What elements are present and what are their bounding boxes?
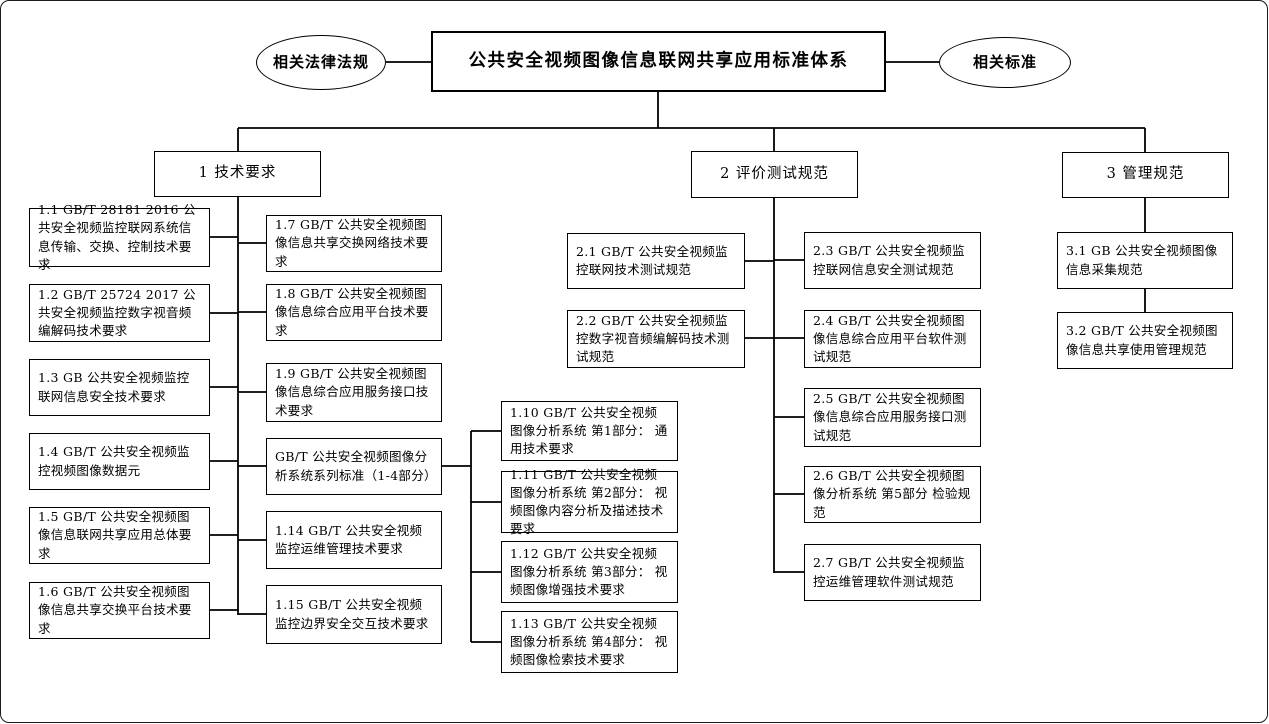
node-2-2-label: 2.2 GB/T 公共安全视频监控数字视音频编解码技术测试规范	[576, 312, 730, 365]
node-series-standard-label: GB/T 公共安全视频图像分析系统系列标准（1-4部分）	[275, 449, 437, 483]
node-1-15-label: 1.15 GB/T 公共安全视频监控边界安全交互技术要求	[275, 597, 429, 631]
node-1-15: 1.15 GB/T 公共安全视频监控边界安全交互技术要求	[266, 585, 442, 644]
node-2-6-label: 2.6 GB/T 公共安全视频图像分析系统 第5部分 检验规范	[813, 468, 971, 520]
node-1-2-label: 1.2 GB/T 25724 2017 公共安全视频监控数字视音频编解码技术要求	[38, 286, 196, 339]
node-2-4: 2.4 GB/T 公共安全视频图像信息综合应用平台软件测试规范	[804, 310, 981, 368]
node-1-13-label: 1.13 GB/T 公共安全视频图像分析系统 第4部分： 视频图像检索技术要求	[510, 615, 668, 668]
related-laws-ellipse: 相关法律法规	[256, 35, 386, 90]
node-1-5-label: 1.5 GB/T 公共安全视频图像信息联网共享应用总体要求	[38, 509, 192, 561]
node-1-3-label: 1.3 GB 公共安全视频监控联网信息安全技术要求	[38, 370, 190, 404]
node-1-11: 1.11 GB/T 公共安全视频图像分析系统 第2部分： 视频图像内容分析及描述…	[501, 467, 678, 536]
node-1-5: 1.5 GB/T 公共安全视频图像信息联网共享应用总体要求	[29, 507, 210, 564]
node-1-12-label: 1.12 GB/T 公共安全视频图像分析系统 第3部分： 视频图像增强技术要求	[510, 545, 668, 598]
node-2-7: 2.7 GB/T 公共安全视频监控运维管理软件测试规范	[804, 544, 981, 601]
related-standards-ellipse: 相关标准	[939, 37, 1071, 88]
node-3-1: 3.1 GB 公共安全视频图像信息采集规范	[1057, 232, 1233, 289]
node-1-10: 1.10 GB/T 公共安全视频图像分析系统 第1部分： 通用技术要求	[501, 401, 678, 461]
node-2-3-label: 2.3 GB/T 公共安全视频监控联网信息安全测试规范	[813, 243, 965, 277]
branch1-label: 1 技术要求	[198, 165, 277, 182]
node-1-1-label: 1.1 GB/T 28181 2016 公共安全视频监控联网系统信息传输、交换、…	[38, 202, 196, 272]
node-1-7-label: 1.7 GB/T 公共安全视频图像信息共享交换网络技术要求	[275, 217, 429, 269]
node-2-2: 2.2 GB/T 公共安全视频监控数字视音频编解码技术测试规范	[567, 310, 745, 368]
related-laws-label: 相关法律法规	[272, 52, 369, 71]
node-1-2: 1.2 GB/T 25724 2017 公共安全视频监控数字视音频编解码技术要求	[29, 284, 210, 342]
node-1-4-label: 1.4 GB/T 公共安全视频监控视频图像数据元	[38, 444, 190, 478]
node-2-5-label: 2.5 GB/T 公共安全视频图像信息综合应用服务接口测试规范	[813, 391, 967, 443]
node-1-8: 1.8 GB/T 公共安全视频图像信息综合应用平台技术要求	[266, 284, 442, 341]
related-standards-label: 相关标准	[972, 52, 1037, 71]
node-1-10-label: 1.10 GB/T 公共安全视频图像分析系统 第1部分： 通用技术要求	[510, 404, 668, 457]
node-2-4-label: 2.4 GB/T 公共安全视频图像信息综合应用平台软件测试规范	[813, 312, 967, 365]
node-1-12: 1.12 GB/T 公共安全视频图像分析系统 第3部分： 视频图像增强技术要求	[501, 541, 678, 603]
node-1-6: 1.6 GB/T 公共安全视频图像信息共享交换平台技术要求	[29, 582, 210, 639]
node-2-1-label: 2.1 GB/T 公共安全视频监控联网技术测试规范	[576, 243, 728, 277]
node-2-5: 2.5 GB/T 公共安全视频图像信息综合应用服务接口测试规范	[804, 388, 981, 447]
branch-technical-requirements: 1 技术要求	[154, 151, 321, 197]
node-1-11-label: 1.11 GB/T 公共安全视频图像分析系统 第2部分： 视频图像内容分析及描述…	[510, 466, 668, 537]
branch-evaluation-test-specs: 2 评价测试规范	[691, 151, 858, 198]
node-1-8-label: 1.8 GB/T 公共安全视频图像信息综合应用平台技术要求	[275, 286, 429, 338]
node-1-14: 1.14 GB/T 公共安全视频监控运维管理技术要求	[266, 511, 442, 569]
node-1-9-label: 1.9 GB/T 公共安全视频图像信息综合应用服务接口技术要求	[275, 366, 429, 418]
node-1-4: 1.4 GB/T 公共安全视频监控视频图像数据元	[29, 433, 210, 490]
root-title-box: 公共安全视频图像信息联网共享应用标准体系	[431, 31, 886, 92]
node-2-3: 2.3 GB/T 公共安全视频监控联网信息安全测试规范	[804, 232, 981, 289]
branch-management-specs: 3 管理规范	[1062, 152, 1229, 198]
root-title-label: 公共安全视频图像信息联网共享应用标准体系	[468, 50, 849, 71]
node-1-9: 1.9 GB/T 公共安全视频图像信息综合应用服务接口技术要求	[266, 363, 442, 422]
node-1-1: 1.1 GB/T 28181 2016 公共安全视频监控联网系统信息传输、交换、…	[29, 202, 210, 272]
node-2-1: 2.1 GB/T 公共安全视频监控联网技术测试规范	[567, 233, 745, 289]
node-2-6: 2.6 GB/T 公共安全视频图像分析系统 第5部分 检验规范	[804, 466, 981, 523]
node-3-2: 3.2 GB/T 公共安全视频图像信息共享使用管理规范	[1057, 312, 1233, 369]
node-series-standard: GB/T 公共安全视频图像分析系统系列标准（1-4部分）	[266, 438, 442, 495]
node-1-14-label: 1.14 GB/T 公共安全视频监控运维管理技术要求	[275, 522, 423, 556]
node-1-3: 1.3 GB 公共安全视频监控联网信息安全技术要求	[29, 359, 210, 416]
node-1-7: 1.7 GB/T 公共安全视频图像信息共享交换网络技术要求	[266, 215, 442, 272]
node-3-1-label: 3.1 GB 公共安全视频图像信息采集规范	[1066, 243, 1218, 277]
node-3-2-label: 3.2 GB/T 公共安全视频图像信息共享使用管理规范	[1066, 323, 1218, 357]
node-1-13: 1.13 GB/T 公共安全视频图像分析系统 第4部分： 视频图像检索技术要求	[501, 611, 678, 673]
node-2-7-label: 2.7 GB/T 公共安全视频监控运维管理软件测试规范	[813, 555, 965, 589]
branch3-label: 3 管理规范	[1106, 166, 1185, 183]
branch2-label: 2 评价测试规范	[720, 165, 829, 182]
node-1-6-label: 1.6 GB/T 公共安全视频图像信息共享交换平台技术要求	[38, 584, 192, 636]
